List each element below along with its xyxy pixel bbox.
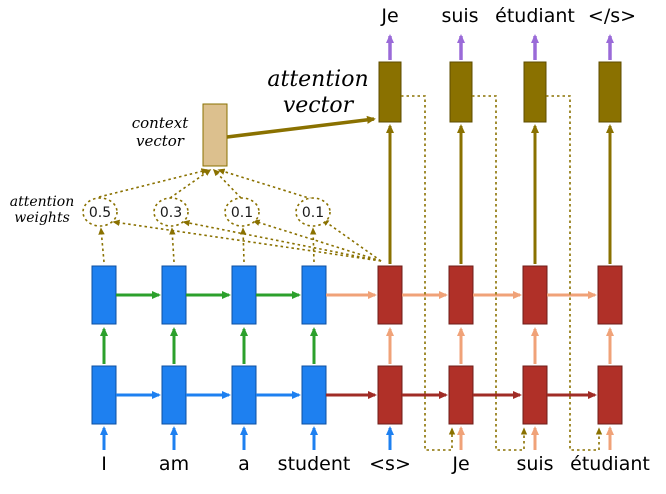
- encoder-cell-bottom-1: [91, 365, 117, 425]
- attention-vector-label-line2: vector: [283, 93, 355, 118]
- arrow-context-to-attvec: [226, 115, 376, 139]
- dotted-feed-input-3: [546, 95, 603, 451]
- output-word-etudiant: étudiant: [495, 5, 575, 27]
- decoder-cell-bottom-2: [448, 365, 474, 425]
- attention-weight-ellipse-3: [224, 197, 260, 227]
- attention-vector-box-4: [598, 61, 622, 123]
- output-word-suis: suis: [441, 5, 478, 27]
- input-word-student: student: [278, 453, 351, 475]
- dotted-feed-input-2: [472, 95, 528, 451]
- attention-vector-box-3: [523, 61, 547, 123]
- attention-vector-box-2: [449, 61, 473, 123]
- context-vector-label-line1: context: [132, 114, 189, 132]
- dotted-decoder-to-weight-1: [112, 219, 382, 262]
- attention-weights-label-line2: weights: [14, 210, 70, 226]
- decoder-cell-top-2: [448, 265, 474, 325]
- attention-weight-ellipse-1: [82, 197, 118, 227]
- context-vector-label-line2: vector: [136, 132, 185, 150]
- attention-weights-label-line1: attention: [10, 194, 74, 210]
- input-word-a: a: [238, 453, 250, 475]
- dotted-encoder-to-weight-4: [309, 227, 317, 263]
- encoder-cell-bottom-4: [301, 365, 327, 425]
- attention-weight-ellipse-2: [153, 197, 189, 227]
- decoder-cell-bottom-3: [522, 365, 548, 425]
- context-vector-box: [202, 103, 228, 167]
- attention-weight-value-3: 0.1: [231, 205, 253, 221]
- dotted-decoder-to-weight-3: [252, 219, 382, 262]
- dotted-feed-input-1: [401, 95, 456, 451]
- dotted-weight-to-context-4: [217, 168, 313, 200]
- dotted-decoder-to-weight-4: [321, 219, 382, 262]
- attention-weight-value-4: 0.1: [302, 205, 324, 221]
- dotted-encoder-to-weight-2: [169, 227, 176, 263]
- dotted-weight-to-context-2: [169, 169, 212, 199]
- attention-vector-box-1: [378, 61, 402, 123]
- encoder-cell-bottom-2: [161, 365, 187, 425]
- input-word-sos: <s>: [369, 453, 411, 475]
- attention-vector-label-line1: attention: [267, 67, 368, 92]
- input-word-am: am: [159, 453, 189, 475]
- decoder-cell-bottom-1: [377, 365, 403, 425]
- encoder-cell-bottom-3: [231, 365, 257, 425]
- attention-weight-value-2: 0.3: [160, 205, 182, 221]
- dotted-encoder-to-weight-1: [98, 227, 105, 263]
- encoder-cell-top-4: [301, 265, 327, 325]
- decoder-cell-top-3: [522, 265, 548, 325]
- input-word-suis: suis: [516, 453, 553, 475]
- output-word-je: Je: [380, 5, 398, 27]
- attention-weight-value-1: 0.5: [89, 205, 111, 221]
- input-word-je: Je: [451, 453, 469, 475]
- decoder-cell-top-1: [377, 265, 403, 325]
- dotted-weight-to-context-1: [98, 168, 209, 198]
- attention-weight-ellipse-4: [295, 197, 331, 227]
- output-word-eos: </s>: [588, 5, 636, 27]
- input-word-etudiant: étudiant: [570, 453, 650, 475]
- decoder-cell-bottom-4: [597, 365, 623, 425]
- decoder-cell-top-4: [597, 265, 623, 325]
- encoder-cell-top-1: [91, 265, 117, 325]
- encoder-cell-top-3: [231, 265, 257, 325]
- dotted-encoder-to-weight-3: [239, 227, 247, 263]
- input-word-i: I: [101, 453, 107, 475]
- dotted-decoder-to-weight-2: [182, 219, 382, 262]
- dotted-weight-to-context-3: [212, 168, 242, 199]
- encoder-cell-top-2: [161, 265, 187, 325]
